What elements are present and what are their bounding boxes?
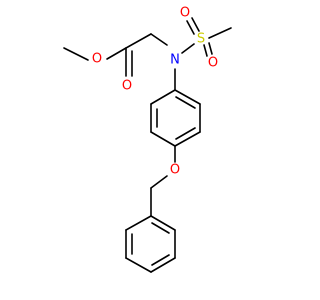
ester-ether-oxygen-label: O <box>92 52 102 67</box>
aryl-ring-inner-bond-1 <box>175 96 196 109</box>
ester-carbonyl-oxygen-label: O <box>122 79 132 94</box>
bond-nitrogen-sulfur <box>181 43 195 54</box>
bond-ester-oxygen-carbonyl <box>106 47 127 60</box>
bond-methyl-ester-oxygen <box>63 47 89 61</box>
sulfonyl-oxygen-left-label: O <box>180 6 190 21</box>
aryl-ring-bond-3 <box>174 131 201 147</box>
aryl-ring-bond-6 <box>150 89 176 105</box>
bond-sulfur-oxygen-right-a <box>203 44 208 57</box>
bond-ch2-nitrogen <box>150 33 168 46</box>
amine-nitrogen-label: N <box>170 53 180 68</box>
sulfur-label: S <box>197 32 205 47</box>
aryl-ether-oxygen-label: O <box>170 163 180 178</box>
benzyl-ring-bond-6 <box>125 215 152 231</box>
bond-sulfur-oxygen-left-b <box>191 17 200 32</box>
benzyl-ring-bond-3 <box>150 257 176 273</box>
bond-sulfur-oxygen-left-a <box>186 20 195 35</box>
structure-canvas: O O N S O O O <box>63 5 232 273</box>
benzyl-ring-inner-bond-1 <box>151 222 170 234</box>
aryl-ring-bond-1 <box>174 89 201 105</box>
benzyl-ring-inner-bond-2 <box>151 254 170 266</box>
bond-ether-oxygen-ch2 <box>150 175 168 189</box>
bond-sulfur-methyl <box>208 27 232 39</box>
molecule-diagram: O O N S O O O <box>63 6 232 273</box>
benzyl-ring-bond-1 <box>150 215 176 231</box>
bond-carbonyl-ch2 <box>125 33 152 49</box>
benzyl-ring-bond-4 <box>125 257 152 273</box>
aryl-ring-bond-4 <box>150 131 176 147</box>
sulfonyl-oxygen-right-label: O <box>208 56 218 71</box>
bond-sulfur-oxygen-right-b <box>208 42 213 55</box>
aryl-ring-inner-bond-2 <box>175 127 196 140</box>
